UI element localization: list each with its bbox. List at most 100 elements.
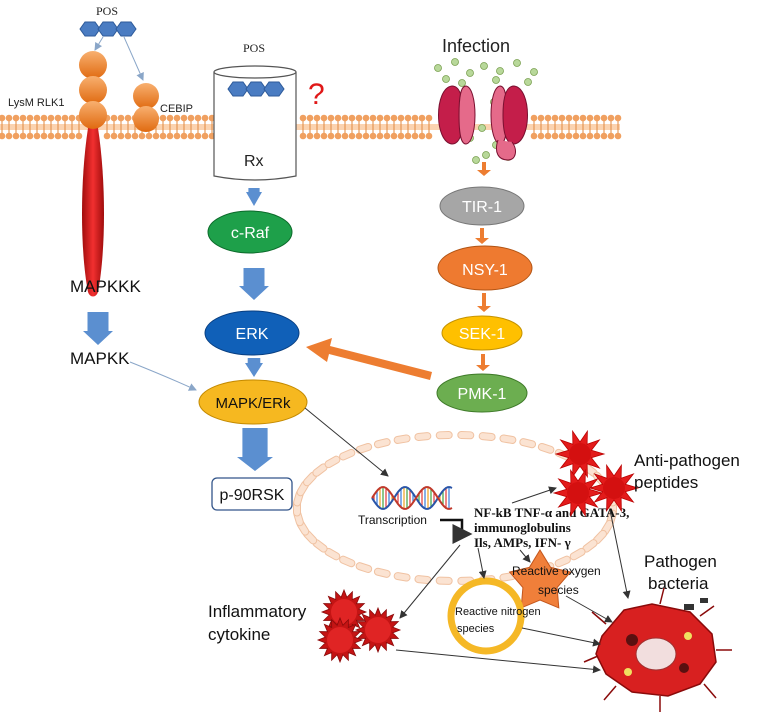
mapkk-label: MAPKK	[70, 349, 130, 368]
bacteria-granule	[626, 634, 638, 646]
cebip-label: CEBIP	[160, 103, 193, 115]
receptor-ball	[79, 51, 107, 79]
reactive-nitrogen-species	[447, 577, 525, 655]
lipid-head	[201, 132, 209, 140]
lipid-head	[397, 114, 405, 122]
lipid-head	[173, 132, 181, 140]
lipid-head	[404, 132, 412, 140]
nucleus-bead	[393, 434, 411, 444]
blue-down-arrow	[245, 358, 263, 377]
lipid-head	[348, 114, 356, 122]
lipid-head	[593, 114, 601, 122]
dna-strand	[371, 486, 453, 510]
lipid-head	[390, 114, 398, 122]
ros-to-bacteria-arrow	[565, 595, 613, 623]
lipid-head	[565, 114, 573, 122]
pathogen-line2: bacteria	[648, 574, 709, 593]
lipid-head	[558, 114, 566, 122]
lipid-head	[327, 114, 335, 122]
lipid-head	[68, 114, 76, 122]
lipid-head	[334, 114, 342, 122]
infection-particle	[466, 69, 474, 77]
pos-to-cebip-arrow	[123, 36, 144, 81]
nucleus-bead	[435, 576, 453, 585]
dna-to-peptides-arrow	[511, 486, 557, 504]
lipid-head	[75, 132, 83, 140]
lipid-head	[5, 132, 13, 140]
lipid-head	[138, 132, 146, 140]
rx-cylinder-body	[213, 72, 297, 181]
sek1-label: SEK-1	[459, 326, 505, 343]
inflammatory-cytokines	[316, 588, 402, 664]
peptide-core	[603, 477, 625, 499]
nucleus-bead	[339, 448, 356, 461]
pos-rx-label: POS	[243, 41, 265, 55]
lipid-head	[397, 132, 405, 140]
pos-hexagon-icon	[115, 21, 137, 37]
pos-hexagons-rx	[227, 81, 285, 97]
infection-particle	[451, 58, 459, 66]
infection-particle	[434, 64, 442, 72]
craf-label: c-Raf	[231, 225, 270, 242]
orange-down-arrow	[477, 293, 491, 312]
receptor-ball	[79, 76, 107, 104]
lipid-head	[376, 114, 384, 122]
lipid-head	[54, 114, 62, 122]
infection-particle	[496, 67, 504, 75]
lysm-label: LysM RLK1	[8, 97, 64, 109]
sek1-node: SEK-1	[441, 315, 523, 351]
lipid-head	[411, 114, 419, 122]
lipid-head	[306, 132, 314, 140]
lipid-head	[586, 114, 594, 122]
cebip-ball	[133, 106, 159, 132]
lipid-head	[614, 114, 622, 122]
lipid-head	[537, 114, 545, 122]
bacteria-flagellum	[583, 655, 599, 663]
nucleus-bead	[355, 442, 373, 454]
lipid-head	[369, 114, 377, 122]
lipid-head	[299, 132, 307, 140]
mapk-erk-ellipse	[198, 379, 308, 425]
nucleus-bead	[457, 431, 475, 440]
infection-label: Infection	[442, 36, 510, 56]
lipid-head	[201, 114, 209, 122]
cytokine-to-bacteria-arrow	[395, 649, 601, 674]
sek1-ellipse	[441, 315, 523, 351]
bacteria-flagellum	[699, 605, 715, 617]
lipid-head	[530, 114, 538, 122]
peptides-to-bacteria-arrow	[609, 509, 631, 599]
lipid-head	[411, 132, 419, 140]
mapk-erk-label: MAPK/ERk	[215, 395, 291, 412]
lysm-rlk1-receptor	[79, 51, 107, 297]
lipid-head	[180, 132, 188, 140]
lipid-head	[558, 132, 566, 140]
anti-pathogen-peptides	[552, 429, 640, 518]
pmk1-label: PMK-1	[458, 386, 507, 403]
receptor-left-inner	[458, 85, 476, 145]
blue-down-arrow	[237, 428, 273, 471]
orange-down-arrow	[475, 228, 489, 244]
lipid-head	[5, 114, 13, 122]
lipid-head	[131, 132, 139, 140]
nucleus-bead	[554, 555, 571, 568]
lipid-head	[383, 114, 391, 122]
lipid-head	[12, 132, 20, 140]
pmk1-to-erk-arrow	[306, 338, 432, 380]
lipid-head	[320, 132, 328, 140]
pos-hexagon-icon	[79, 21, 101, 37]
pos-to-lysm-arrow	[94, 36, 104, 51]
dna-helix-icon	[371, 486, 453, 510]
nucleus-bead	[519, 438, 537, 449]
p90rsk-label: p-90RSK	[220, 487, 285, 504]
lipid-head	[145, 132, 153, 140]
cytokine-core	[331, 599, 357, 625]
lipid-head	[40, 132, 48, 140]
lipid-head	[19, 114, 27, 122]
orange-small-arrows	[475, 162, 491, 371]
blue-arrows	[83, 188, 273, 471]
rx-label: Rx	[244, 153, 264, 170]
nsy1-label: NSY-1	[462, 262, 508, 279]
lipid-head	[117, 114, 125, 122]
lipid-head	[187, 114, 195, 122]
